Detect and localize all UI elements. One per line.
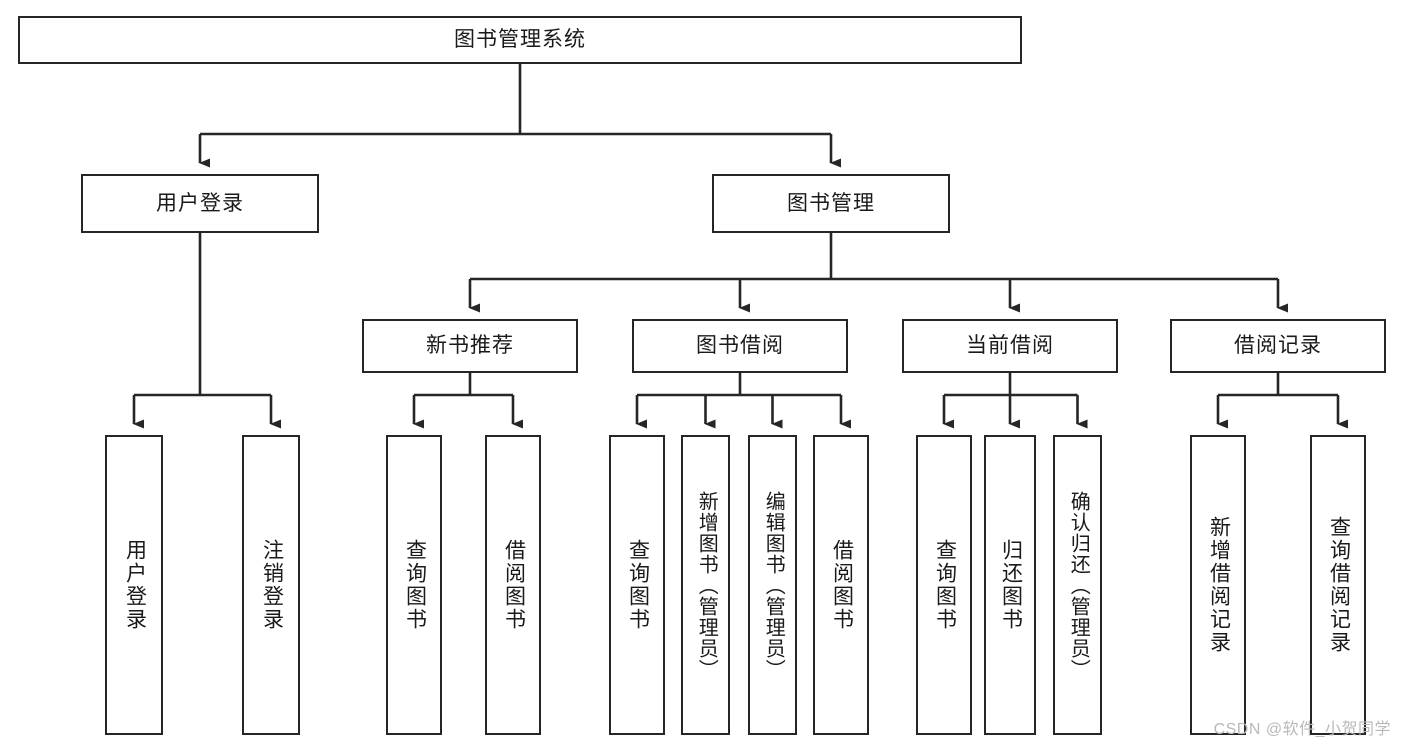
node-borrow-record[interactable]: 借阅记录 (1170, 319, 1386, 373)
node-new-book-rec-label: 新书推荐 (426, 334, 514, 358)
node-leaf-query-record-label: 查询借阅记录 (1327, 516, 1351, 654)
node-leaf-logout[interactable]: 注销登录 (242, 435, 300, 735)
node-leaf-return-book[interactable]: 归还图书 (984, 435, 1036, 735)
node-leaf-query-book-borrow[interactable]: 查询图书 (609, 435, 665, 735)
watermark-text: CSDN @软件_小贺同学 (1213, 721, 1391, 738)
node-leaf-user-login[interactable]: 用户登录 (105, 435, 163, 735)
node-new-book-rec[interactable]: 新书推荐 (362, 319, 578, 373)
node-book-borrow[interactable]: 图书借阅 (632, 319, 848, 373)
node-book-manage-label: 图书管理 (787, 191, 875, 215)
node-current-borrow[interactable]: 当前借阅 (902, 319, 1118, 373)
node-book-manage[interactable]: 图书管理 (712, 174, 950, 233)
node-leaf-borrow-book-rec-label: 借阅图书 (502, 539, 526, 631)
node-leaf-user-login-label: 用户登录 (123, 539, 147, 631)
node-borrow-record-label: 借阅记录 (1234, 334, 1322, 358)
node-book-borrow-label: 图书借阅 (696, 334, 784, 358)
node-user-login-label: 用户登录 (156, 191, 244, 215)
node-leaf-query-book-rec-label: 查询图书 (403, 539, 427, 631)
node-leaf-query-book-rec[interactable]: 查询图书 (386, 435, 442, 735)
node-leaf-borrow-book[interactable]: 借阅图书 (813, 435, 869, 735)
node-user-login[interactable]: 用户登录 (81, 174, 319, 233)
node-leaf-logout-label: 注销登录 (260, 539, 284, 631)
node-leaf-query-book-cur-label: 查询图书 (933, 539, 957, 631)
node-leaf-query-book-cur[interactable]: 查询图书 (916, 435, 972, 735)
node-leaf-edit-book[interactable]: 编辑图书（管理员） (748, 435, 797, 735)
node-leaf-query-book-borrow-label: 查询图书 (626, 539, 650, 631)
node-leaf-borrow-book-label: 借阅图书 (830, 539, 854, 631)
node-leaf-edit-book-label: 编辑图书（管理员） (762, 490, 785, 680)
node-leaf-add-book-label: 新增图书（管理员） (695, 490, 718, 680)
node-leaf-add-record-label: 新增借阅记录 (1207, 516, 1231, 654)
node-leaf-add-record[interactable]: 新增借阅记录 (1190, 435, 1246, 735)
node-leaf-confirm-return-label: 确认归还（管理员） (1067, 490, 1090, 680)
node-leaf-query-record[interactable]: 查询借阅记录 (1310, 435, 1366, 735)
node-root[interactable]: 图书管理系统 (18, 16, 1022, 64)
node-current-borrow-label: 当前借阅 (966, 334, 1054, 358)
node-leaf-borrow-book-rec[interactable]: 借阅图书 (485, 435, 541, 735)
node-leaf-confirm-return[interactable]: 确认归还（管理员） (1053, 435, 1102, 735)
node-leaf-add-book[interactable]: 新增图书（管理员） (681, 435, 730, 735)
node-root-label: 图书管理系统 (454, 28, 586, 52)
node-leaf-return-book-label: 归还图书 (999, 539, 1023, 631)
